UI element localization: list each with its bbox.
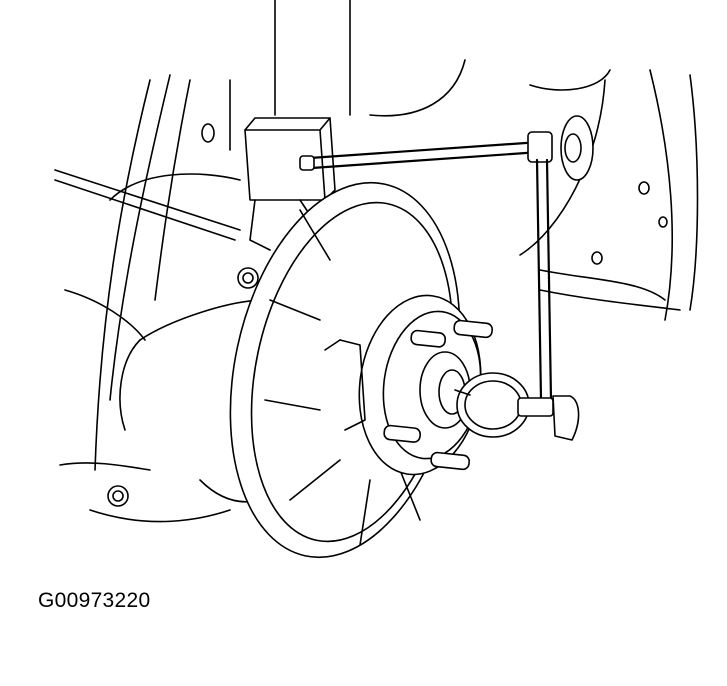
hub-bolts [383,319,493,471]
dial-indicator [299,115,594,441]
figure-code: G00973220 [38,589,151,612]
